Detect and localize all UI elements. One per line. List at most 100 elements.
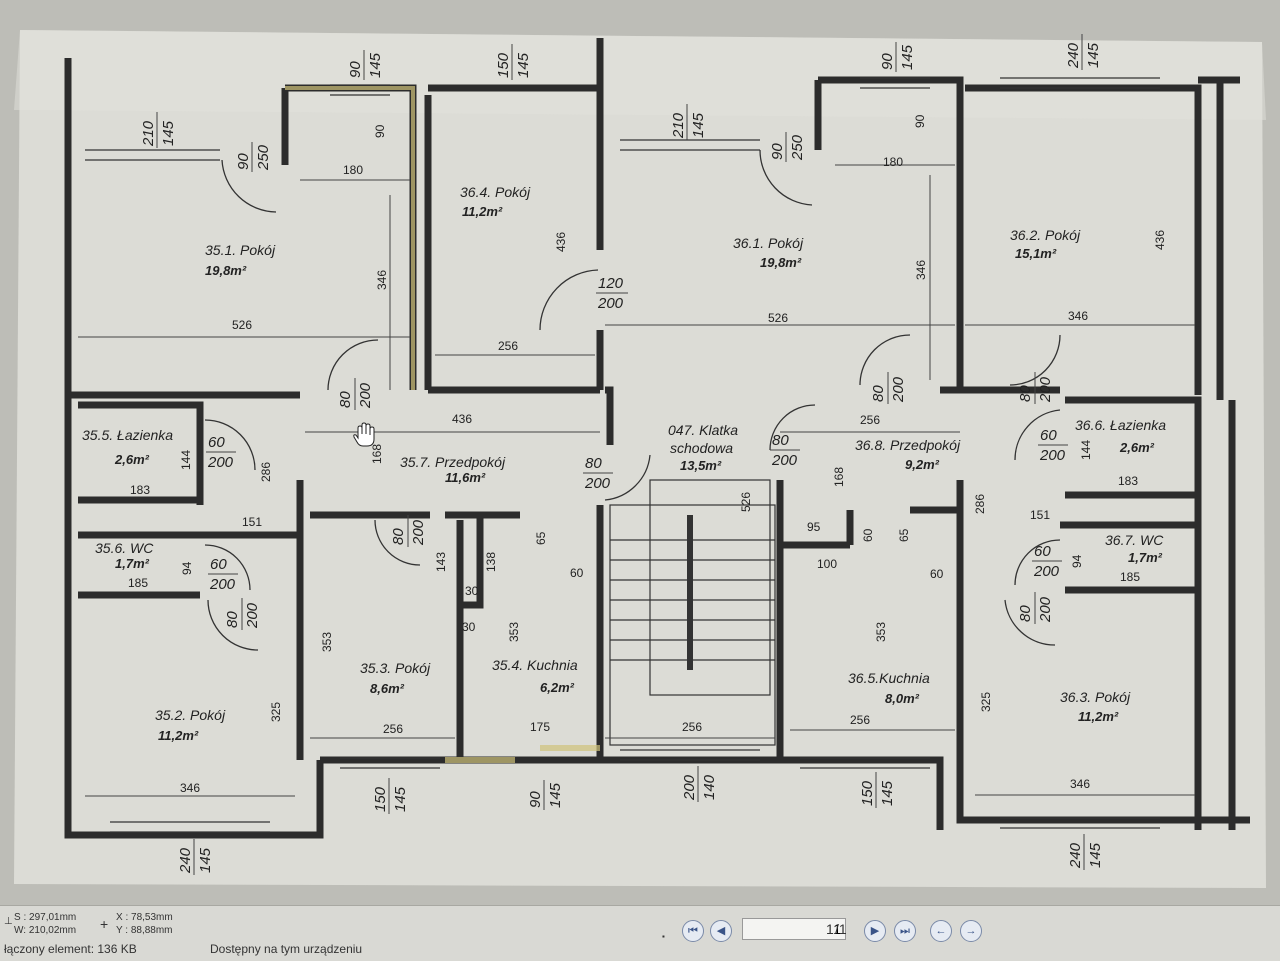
next-page-icon: ▶ (870, 925, 880, 937)
opening-bottom: 145 (160, 120, 177, 146)
room-35-7-name: 35.7. Przedpokój (400, 454, 506, 470)
opening-bottom: 200 (584, 475, 611, 492)
opening-bottom: 200 (209, 576, 236, 593)
room-36-1-name: 36.1. Pokój (733, 235, 804, 251)
dim-label: 526 (768, 311, 788, 325)
opening-top: 240 (1065, 42, 1082, 69)
dim-label: 325 (269, 702, 283, 722)
room-36-2-area: 15,1m² (1015, 246, 1057, 261)
room-35-4-name: 35.4. Kuchnia (492, 657, 578, 673)
room-36-8-area: 9,2m² (905, 457, 940, 472)
room-35-1-name: 35.1. Pokój (205, 242, 276, 258)
stairwell-stairs (609, 479, 776, 746)
opening-top: 80 (870, 385, 887, 402)
dim-label: 353 (507, 622, 521, 642)
room-35-2-name: 35.2. Pokój (155, 707, 226, 723)
opening-bottom: 200 (207, 454, 234, 471)
opening-top: 90 (235, 153, 252, 170)
dim-label: 100 (817, 557, 837, 571)
dim-label: 256 (850, 713, 870, 727)
room-35-1-area: 19,8m² (205, 263, 247, 278)
paper (14, 30, 1266, 888)
dim-label: 180 (883, 155, 903, 169)
forward-button[interactable]: → (960, 920, 982, 942)
floor-plan-sheet: 35.1. Pokój 19,8m² 36.4. Pokój 11,2m² 36… (14, 30, 1266, 888)
room-36-1-area: 19,8m² (760, 255, 802, 270)
opening-bottom: 200 (1037, 376, 1054, 403)
dim-label: 151 (242, 515, 262, 529)
dim-label: 168 (370, 444, 384, 464)
page-size-s: S : 297,01mm (14, 912, 77, 923)
dim-label: 95 (807, 520, 821, 534)
crosshair-icon: + (100, 916, 109, 932)
opening-top: 80 (1017, 605, 1034, 622)
grip-icon: ▪ (662, 932, 665, 941)
dim-label: 60 (861, 528, 875, 542)
opening-top: 240 (1067, 842, 1084, 869)
room-35-7-area: 11,6m² (445, 470, 486, 485)
opening-top: 210 (670, 112, 687, 139)
opening-top: 210 (140, 120, 157, 147)
dim-label: 90 (373, 124, 387, 138)
opening-top: 150 (859, 780, 876, 806)
dim-label: 436 (554, 232, 568, 252)
hand-cursor-icon (353, 422, 375, 447)
last-page-icon: ⏭ (900, 925, 910, 937)
opening-bottom: 145 (547, 782, 564, 808)
opening-top: 80 (390, 528, 407, 545)
room-35-4-area: 6,2m² (540, 680, 575, 695)
first-page-button[interactable]: ⏮ (682, 920, 704, 942)
opening-bottom: 145 (367, 52, 384, 78)
dim-label: 144 (1079, 440, 1093, 460)
highlight-trace-2 (445, 745, 600, 763)
size-icon: ⊥ (4, 916, 13, 927)
opening-bottom: 200 (597, 295, 624, 312)
room-35-3-area: 8,6m² (370, 681, 405, 696)
next-page-button[interactable]: ▶ (864, 920, 886, 942)
page-current-label: 1 (826, 921, 834, 937)
dim-label: 30 (465, 584, 479, 598)
opening-top: 80 (1017, 385, 1034, 402)
opening-bottom: 145 (392, 786, 409, 812)
dim-label: 526 (739, 492, 753, 512)
room-047-name2: schodowa (670, 440, 733, 456)
dim-label: 436 (1153, 230, 1167, 250)
dim-label: 183 (130, 483, 150, 497)
room-35-5-name: 35.5. Łazienka (82, 427, 173, 443)
coord-x: X : 78,53mm (116, 912, 173, 923)
dim-label: 185 (128, 576, 148, 590)
opening-top: 150 (372, 786, 389, 812)
page-total: /1 (835, 921, 847, 937)
document-viewer[interactable]: 35.1. Pokój 19,8m² 36.4. Pokój 11,2m² 36… (0, 0, 1280, 905)
dim-label: 60 (930, 567, 944, 581)
prev-page-icon: ◀ (716, 925, 726, 937)
doors (204, 149, 1061, 651)
forward-icon: → (965, 925, 977, 937)
dim-label: 346 (914, 260, 928, 280)
dim-label: 436 (452, 412, 472, 426)
page-number-input[interactable] (742, 918, 846, 940)
opening-bottom: 200 (357, 382, 374, 409)
dim-label: 30 (462, 620, 476, 634)
dim-label: 256 (682, 720, 702, 734)
last-page-button[interactable]: ⏭ (894, 920, 916, 942)
dim-label: 183 (1118, 474, 1138, 488)
prev-page-button[interactable]: ◀ (710, 920, 732, 942)
highlight-trace (285, 86, 415, 390)
back-icon: ← (935, 925, 947, 937)
opening-bottom: 200 (410, 519, 427, 546)
dim-label: 346 (1070, 777, 1090, 791)
opening-bottom: 250 (789, 134, 806, 161)
room-047-name: 047. Klatka (668, 422, 738, 438)
opening-bottom: 145 (197, 847, 214, 873)
opening-top: 60 (208, 434, 225, 451)
room-36-5-area: 8,0m² (885, 691, 920, 706)
dim-label: 286 (259, 462, 273, 482)
dim-label: 526 (232, 318, 252, 332)
room-36-5-name: 36.5.Kuchnia (848, 670, 930, 686)
opening-bottom: 200 (771, 452, 798, 469)
room-36-4-area: 11,2m² (462, 204, 503, 219)
back-button[interactable]: ← (930, 920, 952, 942)
dim-label: 353 (874, 622, 888, 642)
